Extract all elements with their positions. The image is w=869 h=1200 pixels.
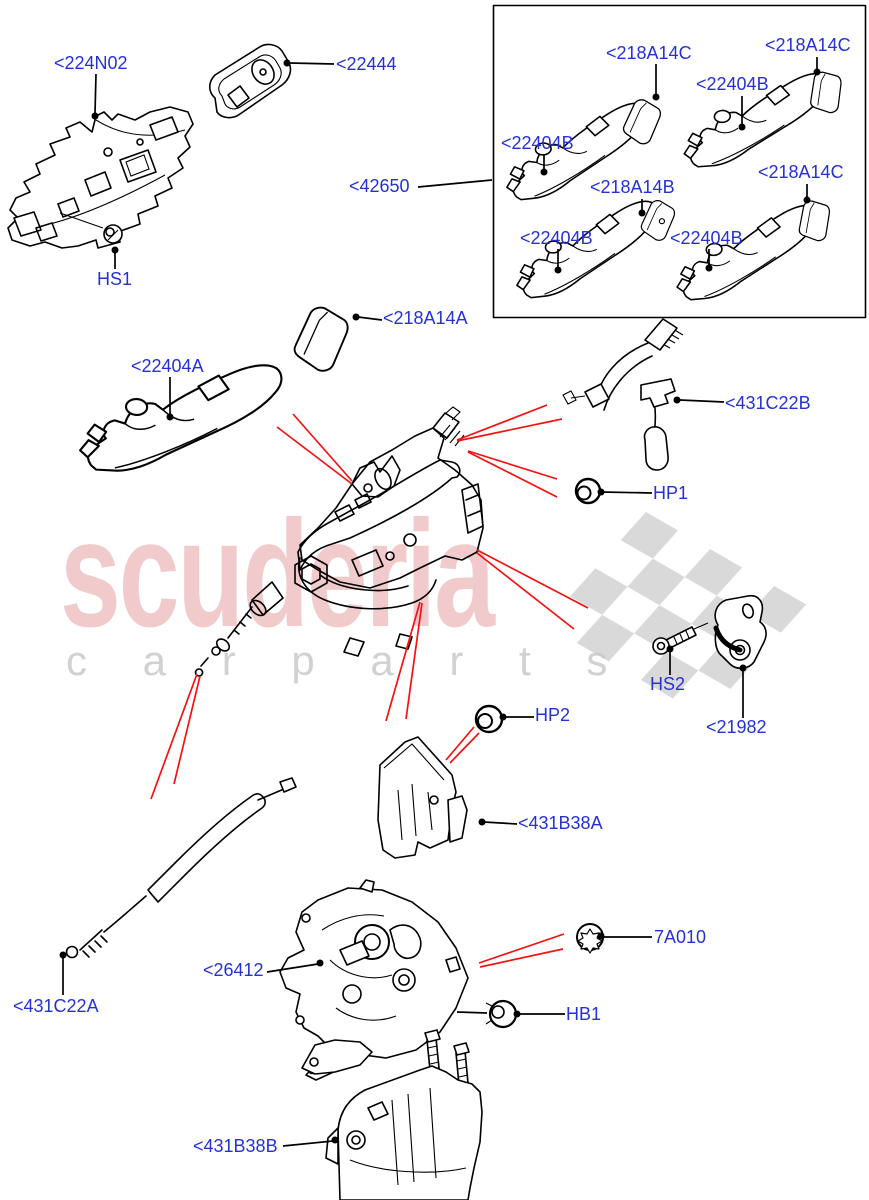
part-HP2-art (474, 704, 504, 734)
part-431C22B-art (562, 318, 684, 471)
part-218A14B-cap-3-art (640, 200, 676, 241)
part-label-HP2[interactable]: HP2 (535, 705, 571, 725)
part-label-22404B-h3[interactable]: <22404B (520, 228, 593, 248)
part-22444-art (208, 43, 292, 119)
part-21982-art (713, 594, 767, 670)
part-26412-art (279, 879, 469, 1081)
part-label-22404B-h2[interactable]: <22404B (696, 74, 769, 94)
part-label-218A14A[interactable]: <218A14A (383, 308, 468, 328)
part-label-218A14C-cap4[interactable]: <218A14C (758, 162, 844, 182)
part-218A14A-art (293, 306, 349, 372)
red-pointer-lines (150, 404, 589, 968)
part-label-42650[interactable]: <42650 (349, 176, 410, 196)
part-HP1-art (574, 477, 602, 505)
part-42650-box (492, 4, 867, 319)
part-label-22404B-h1[interactable]: <22404B (501, 133, 574, 153)
watermark-brand: scuderia (60, 489, 495, 659)
part-label-21982[interactable]: <21982 (706, 717, 767, 737)
part-label-22404A[interactable]: <22404A (131, 356, 204, 376)
part-label-HB1[interactable]: HB1 (566, 1004, 602, 1024)
watermark-letters: c a r p a r t s (66, 637, 630, 684)
part-HS1-art (103, 224, 123, 244)
part-lock-mechanism-art (194, 406, 484, 677)
part-431B38B-art (301, 1029, 483, 1200)
part-label-HP1[interactable]: HP1 (653, 483, 689, 503)
part-label-431B38B[interactable]: <431B38B (193, 1136, 278, 1156)
part-label-218A14C-cap2[interactable]: <218A14C (765, 35, 851, 55)
part-label-431B38A[interactable]: <431B38A (518, 813, 603, 833)
part-label-431C22B[interactable]: <431C22B (725, 393, 811, 413)
part-HB1-art (485, 999, 518, 1029)
part-label-22444[interactable]: <22444 (336, 54, 397, 74)
part-label-224N02[interactable]: <224N02 (54, 53, 128, 73)
part-label-22404B-h4[interactable]: <22404B (670, 228, 743, 248)
part-431B38A-art (377, 736, 468, 859)
part-label-7A010[interactable]: 7A010 (654, 927, 707, 947)
part-label-HS1[interactable]: HS1 (97, 269, 133, 289)
part-label-218A14B-cap3[interactable]: <218A14B (590, 177, 675, 197)
part-label-431C22A[interactable]: <431C22A (13, 996, 99, 1016)
part-224N02-art (7, 106, 194, 249)
leader-lines (62, 57, 818, 1147)
part-431C22A-art (65, 777, 297, 959)
leader-dots (59, 59, 821, 1144)
part-label-HS2[interactable]: HS2 (650, 674, 686, 694)
part-HS2-art (652, 622, 709, 655)
part-label-26412[interactable]: <26412 (203, 960, 264, 980)
part-label-218A14C-cap1[interactable]: <218A14C (606, 43, 692, 63)
